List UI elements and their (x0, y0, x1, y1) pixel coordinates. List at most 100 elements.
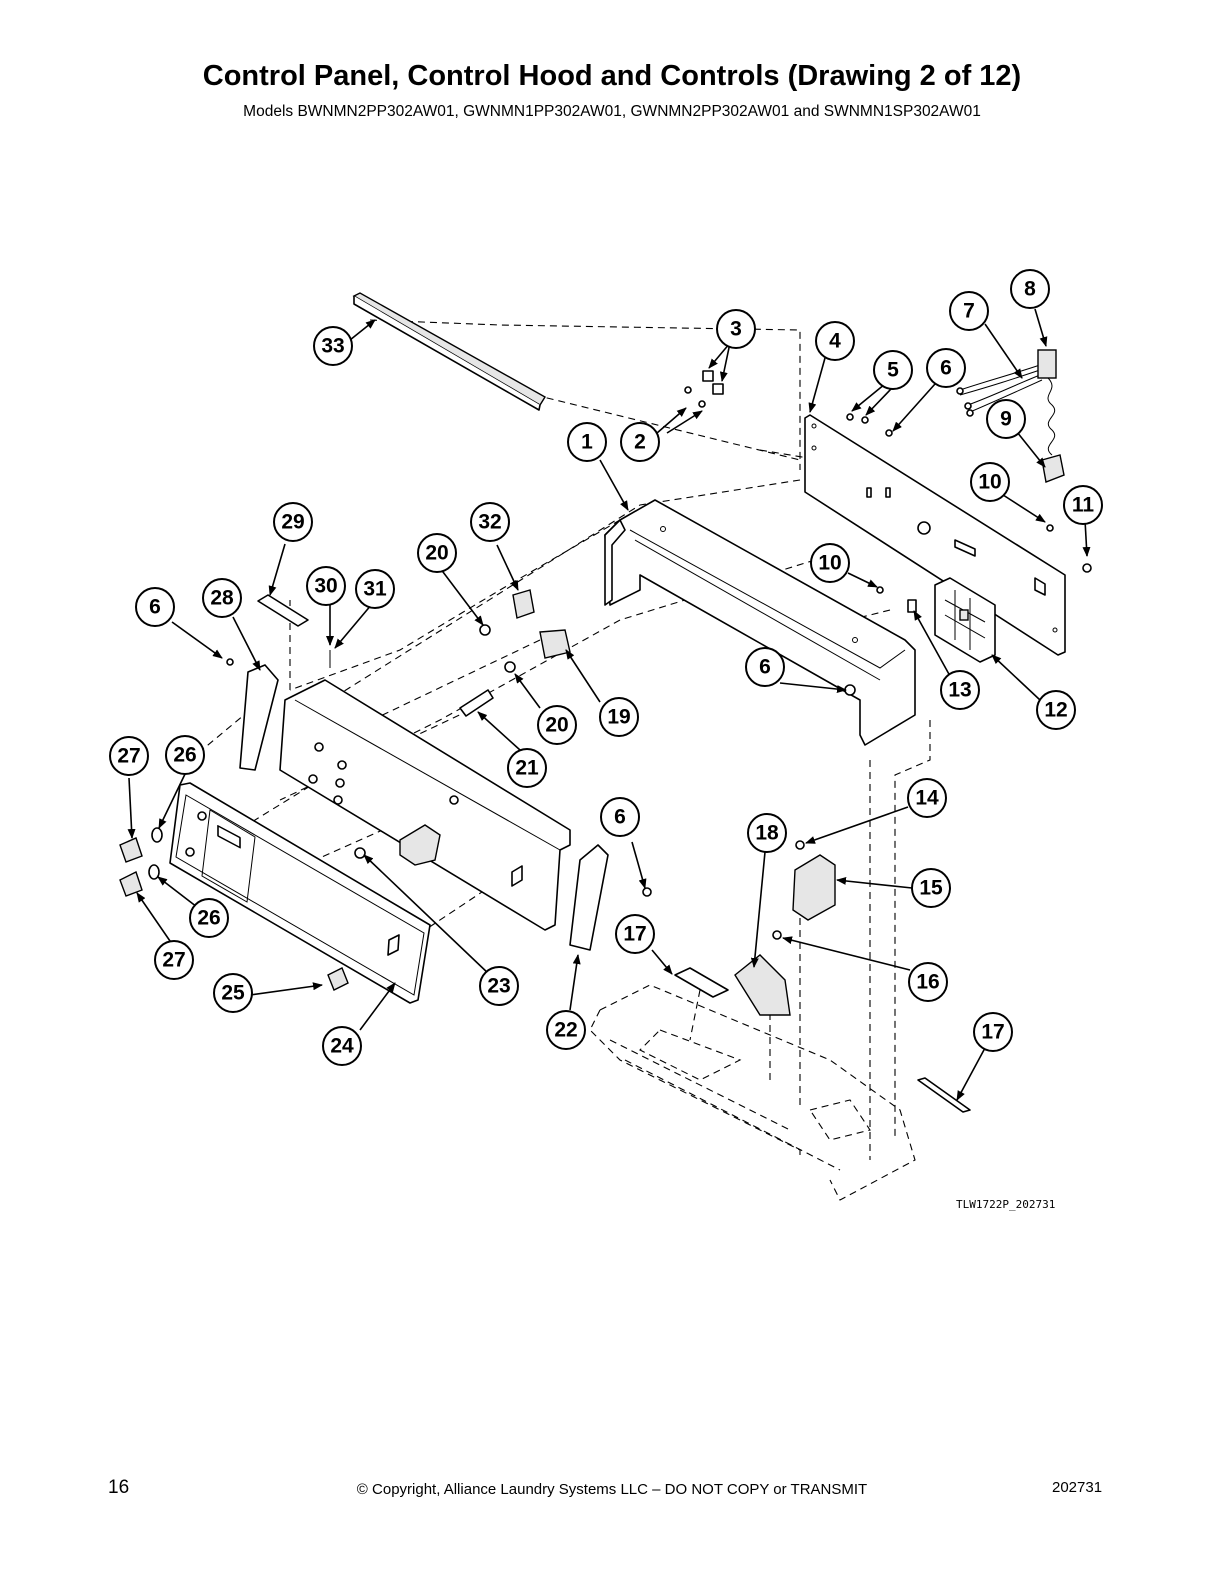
svg-text:6: 6 (149, 596, 161, 619)
svg-text:18: 18 (755, 822, 779, 845)
svg-text:6: 6 (940, 357, 952, 380)
callout-23: 23 (479, 966, 519, 1006)
svg-text:28: 28 (210, 587, 234, 610)
svg-text:10: 10 (978, 471, 1001, 494)
svg-text:17: 17 (981, 1021, 1004, 1044)
callout-12: 12 (1036, 690, 1076, 730)
svg-text:27: 27 (117, 745, 140, 768)
callout-21: 21 (507, 748, 547, 788)
svg-text:14: 14 (915, 787, 939, 810)
callout-8: 8 (1010, 269, 1050, 309)
svg-text:5: 5 (887, 359, 899, 382)
label-29 (257, 594, 309, 627)
svg-text:22: 22 (554, 1019, 577, 1042)
callout-27-b: 27 (154, 940, 194, 980)
callout-5: 5 (873, 350, 913, 390)
svg-text:26: 26 (173, 744, 196, 767)
svg-text:15: 15 (919, 877, 943, 900)
end-bracket-left (239, 664, 279, 771)
callout-4: 4 (815, 321, 855, 361)
svg-text:25: 25 (221, 982, 245, 1005)
callout-22: 22 (546, 1010, 586, 1050)
svg-text:13: 13 (948, 679, 971, 702)
page-number: 16 (108, 1477, 130, 1498)
svg-text:17: 17 (623, 923, 646, 946)
label-17-right (917, 1077, 971, 1113)
svg-text:4: 4 (829, 330, 841, 353)
callout-14: 14 (907, 778, 947, 818)
svg-text:1: 1 (581, 431, 593, 454)
callout-13: 13 (940, 670, 980, 710)
svg-text:27: 27 (162, 949, 185, 972)
drawing-id: TLW1722P_202731 (956, 1198, 1056, 1211)
control-panel (279, 679, 571, 931)
callout-19: 19 (599, 697, 639, 737)
svg-text:33: 33 (321, 335, 344, 358)
callout-16: 16 (908, 962, 948, 1002)
svg-text:3: 3 (730, 318, 742, 341)
svg-text:11: 11 (1072, 494, 1095, 517)
svg-text:10: 10 (818, 552, 841, 575)
svg-text:21: 21 (515, 757, 539, 780)
callout-6-c: 6 (745, 647, 785, 687)
svg-text:20: 20 (545, 714, 568, 737)
callout-25: 25 (213, 973, 253, 1013)
callout-11: 11 (1063, 485, 1103, 525)
callout-33: 33 (313, 326, 353, 366)
callout-2: 2 (620, 422, 660, 462)
svg-text:32: 32 (478, 511, 501, 534)
callout-6-a: 6 (926, 348, 966, 388)
console-panel-overlay (169, 782, 431, 1004)
svg-text:16: 16 (916, 971, 939, 994)
callout-32: 32 (470, 502, 510, 542)
callout-6-b: 6 (135, 587, 175, 627)
callout-20-b: 20 (537, 705, 577, 745)
trim-strip (352, 292, 546, 411)
callout-17-b: 17 (973, 1012, 1013, 1052)
callout-10-a: 10 (970, 462, 1010, 502)
callout-20-a: 20 (417, 533, 457, 573)
svg-text:7: 7 (963, 300, 975, 323)
svg-text:6: 6 (614, 806, 626, 829)
control-board (934, 577, 996, 663)
copyright-notice: © Copyright, Alliance Laundry Systems LL… (356, 1481, 868, 1498)
callout-18: 18 (747, 813, 787, 853)
hood-clips (684, 370, 724, 408)
callout-17-a: 17 (615, 914, 655, 954)
svg-text:29: 29 (281, 511, 304, 534)
svg-text:23: 23 (487, 975, 510, 998)
rear-console-panel (804, 414, 1066, 656)
callout-9: 9 (986, 399, 1026, 439)
svg-text:24: 24 (330, 1035, 354, 1058)
callout-15: 15 (911, 868, 951, 908)
svg-text:9: 9 (1000, 408, 1012, 431)
callout-3: 3 (716, 309, 756, 349)
document-number: 202731 (1052, 1479, 1103, 1496)
svg-text:6: 6 (759, 656, 771, 679)
callout-27-a: 27 (109, 736, 149, 776)
callout-26-a: 26 (165, 735, 205, 775)
svg-text:2: 2 (634, 431, 646, 454)
callout-24: 24 (322, 1026, 362, 1066)
svg-text:8: 8 (1024, 278, 1036, 301)
knobs (119, 827, 163, 897)
wire-harness (846, 349, 1092, 613)
svg-text:12: 12 (1044, 699, 1067, 722)
rocker-switch (327, 967, 349, 991)
svg-text:26: 26 (197, 907, 220, 930)
leader-lines (127, 308, 1091, 1101)
svg-text:30: 30 (314, 575, 337, 598)
svg-text:19: 19 (607, 706, 630, 729)
end-bracket-right (569, 844, 609, 951)
callouts: 1 2 3 4 5 6 6 6 6 6 7 8 9 10 10 11 12 13… (109, 269, 1103, 1066)
callout-10-b: 10 (810, 543, 850, 583)
page-subtitle: Models BWNMN2PP302AW01, GWNMN1PP302AW01,… (243, 103, 981, 120)
control-hood (604, 499, 916, 746)
callout-26-b: 26 (189, 898, 229, 938)
screws (226, 650, 856, 897)
callout-30: 30 (306, 566, 346, 606)
callout-29: 29 (273, 502, 313, 542)
callout-31: 31 (355, 569, 395, 609)
callout-7: 7 (949, 291, 989, 331)
